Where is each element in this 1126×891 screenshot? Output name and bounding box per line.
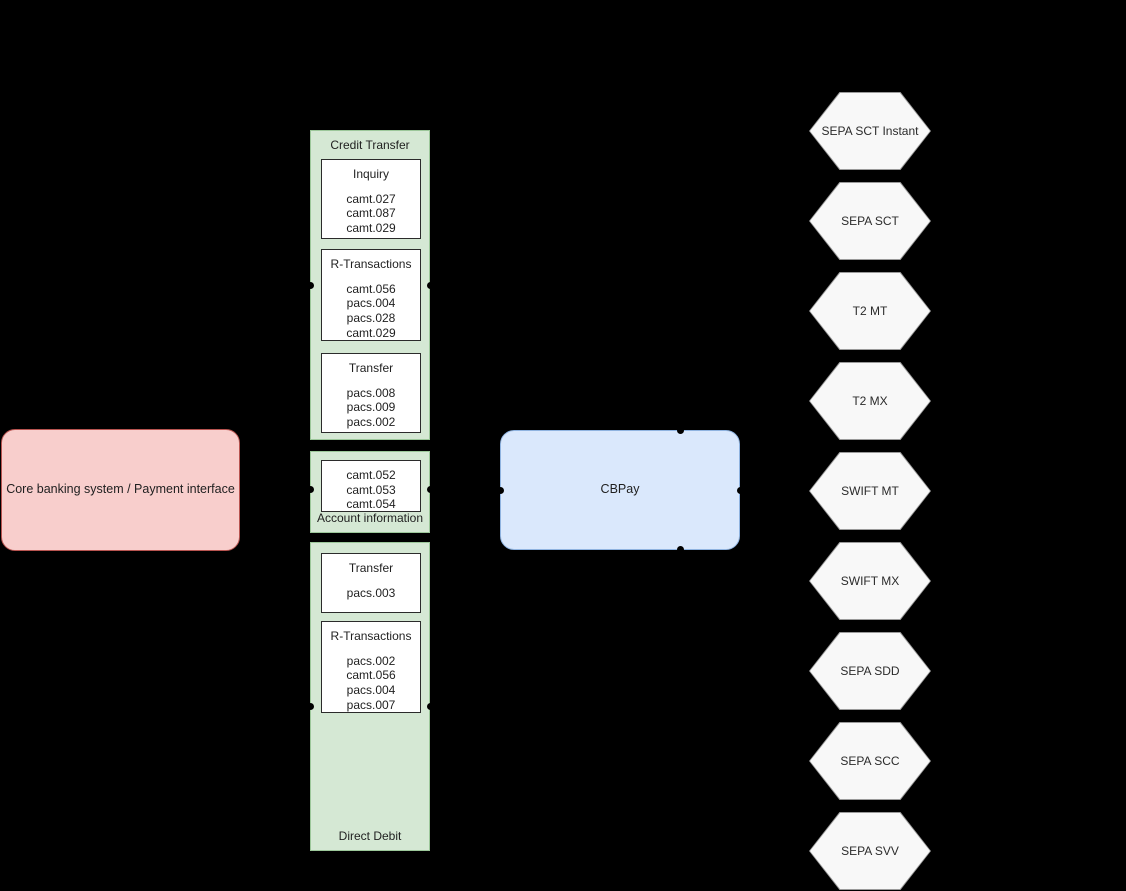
code-line: pacs.028 [346,310,396,325]
message-box-direct-debit-r-transactions[interactable]: R-Transactions pacs.002 camt.056 pacs.00… [321,621,421,713]
message-box-r-transactions-codes: camt.056 pacs.004 pacs.028 camt.029 [346,282,395,341]
hexagon-face: SEPA SCT [810,183,930,259]
message-box-credit-transfer-r-transactions[interactable]: R-Transactions camt.056 pacs.004 pacs.02… [321,249,421,341]
channel-hexagon-sepa-sct-instant[interactable]: SEPA SCT Instant [809,92,931,170]
code-line: camt.029 [346,325,396,340]
group-credit-transfer-title: Credit Transfer [330,138,410,152]
message-box-inquiry[interactable]: Inquiry camt.027 camt.087 camt.029 [321,159,421,239]
message-box-transfer-title: Transfer [348,361,394,375]
message-box-account-information-codes: camt.052 camt.053 camt.054 [346,468,395,512]
code-line: pacs.004 [346,682,396,697]
message-box-direct-debit-r-transactions-title: R-Transactions [330,629,412,643]
channel-label: SEPA SVV [841,844,899,858]
channel-label: SEPA SCT [841,214,899,228]
channel-label: T2 MX [852,394,888,408]
hexagon-face: T2 MX [810,363,930,439]
connection-dot-cbpay-right [737,487,744,494]
hexagon-face: SEPA SDD [810,633,930,709]
message-box-direct-debit-transfer-title: Transfer [348,561,394,575]
hexagon-face: SWIFT MX [810,543,930,619]
group-direct-debit[interactable]: Direct Debit Transfer pacs.003 R-Transac… [310,542,430,851]
node-core-banking-system[interactable]: Core banking system / Payment interface [1,429,240,551]
channel-hexagon-swift-mx[interactable]: SWIFT MX [809,542,931,620]
channel-hexagon-sepa-svv[interactable]: SEPA SVV [809,812,931,890]
group-account-information[interactable]: Account information camt.052 camt.053 ca… [310,451,430,533]
code-line: camt.027 [346,191,396,206]
channel-label: T2 MT [852,304,888,318]
connection-dot-account-information-right [427,486,434,493]
channel-label: SWIFT MT [841,484,899,498]
channel-label: SEPA SCT Instant [821,124,919,138]
code-line: camt.087 [346,206,396,221]
connection-dot-account-information-left [307,486,314,493]
connection-dot-direct-debit-right [427,703,434,710]
channel-hexagon-sepa-sct[interactable]: SEPA SCT [809,182,931,260]
connection-dot-cbpay-bottom [677,546,684,553]
hexagon-face: SEPA SVV [810,813,930,889]
channel-hexagon-swift-mt[interactable]: SWIFT MT [809,452,931,530]
channel-hexagon-sepa-sdd[interactable]: SEPA SDD [809,632,931,710]
message-box-inquiry-codes: camt.027 camt.087 camt.029 [346,192,395,236]
hexagon-face: T2 MT [810,273,930,349]
channel-label: SEPA SCC [840,754,900,768]
code-line: camt.056 [346,281,396,296]
code-line: pacs.009 [346,400,396,415]
code-line: camt.052 [346,468,396,482]
channel-label: SWIFT MX [840,574,900,588]
code-line: pacs.004 [346,296,396,311]
message-box-r-transactions-title: R-Transactions [330,257,412,271]
group-account-information-title: Account information [316,511,424,525]
message-box-inquiry-title: Inquiry [352,167,390,181]
code-line: camt.056 [346,668,396,683]
code-line: camt.053 [346,482,396,497]
node-cbpay-label: CBPay [600,482,640,497]
connection-dot-credit-transfer-right [427,282,434,289]
code-line: camt.054 [346,497,396,512]
code-line: pacs.007 [346,697,396,712]
channel-hexagon-t2-mt[interactable]: T2 MT [809,272,931,350]
hexagon-face: SEPA SCC [810,723,930,799]
code-line: pacs.002 [346,414,396,429]
message-box-direct-debit-transfer[interactable]: Transfer pacs.003 [321,553,421,613]
connection-dot-cbpay-left [497,487,504,494]
code-line: pacs.003 [346,585,396,600]
group-credit-transfer[interactable]: Credit Transfer Inquiry camt.027 camt.08… [310,130,430,440]
code-line: pacs.008 [346,385,396,400]
code-line: camt.029 [346,220,396,235]
message-box-credit-transfer-transfer[interactable]: Transfer pacs.008 pacs.009 pacs.002 [321,353,421,433]
channel-label: SEPA SDD [840,664,900,678]
group-direct-debit-title: Direct Debit [338,829,402,843]
hexagon-face: SEPA SCT Instant [810,93,930,169]
message-box-direct-debit-r-transactions-codes: pacs.002 camt.056 pacs.004 pacs.007 [346,654,395,713]
node-core-banking-label: Core banking system / Payment interface [6,482,235,497]
node-cbpay[interactable]: CBPay [500,430,740,550]
hexagon-face: SWIFT MT [810,453,930,529]
message-box-account-information[interactable]: camt.052 camt.053 camt.054 [321,460,421,512]
message-box-transfer-codes: pacs.008 pacs.009 pacs.002 [347,386,396,430]
connection-dot-direct-debit-left [307,703,314,710]
channel-hexagon-sepa-scc[interactable]: SEPA SCC [809,722,931,800]
connection-dot-credit-transfer-left [307,282,314,289]
code-line: pacs.002 [346,653,396,668]
channel-hexagon-t2-mx[interactable]: T2 MX [809,362,931,440]
message-box-direct-debit-transfer-codes: pacs.003 [347,586,396,601]
connection-dot-cbpay-top [677,427,684,434]
